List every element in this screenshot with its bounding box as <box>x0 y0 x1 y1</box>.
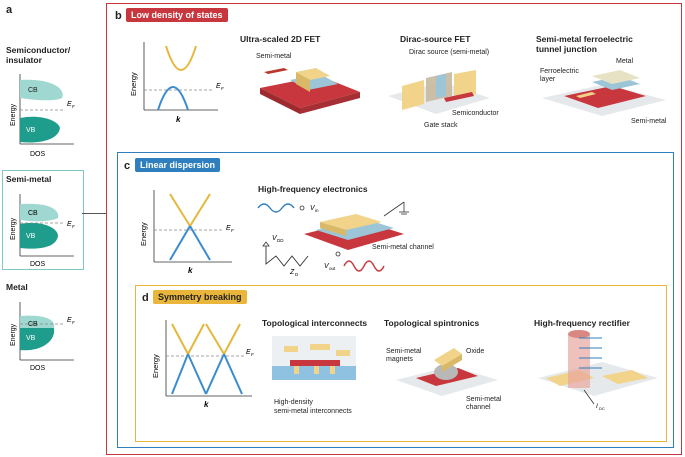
d-item3-title: High-frequency rectifier <box>534 318 630 328</box>
c-item-title: High-frequency electronics <box>258 184 368 194</box>
k-label: k <box>188 266 193 275</box>
vin-sub: in <box>315 208 319 213</box>
b-item2-label-semiconductor: Semiconductor <box>452 110 499 117</box>
semimetal-dos-plot: CB VB E F Energy DOS <box>10 194 75 268</box>
d-item2-title: Topological spintronics <box>384 318 480 328</box>
c-label-channel: Semi-metal channel <box>372 244 434 251</box>
ef-sub: F <box>231 228 234 233</box>
energy-label: Energy <box>139 222 148 246</box>
b-item3-title: Semi-metal ferroelectric tunnel junction <box>536 34 633 54</box>
dos-label: DOS <box>30 365 46 372</box>
panel-b-frame <box>106 3 682 455</box>
idc-sub: DC <box>599 406 605 411</box>
dos-label: DOS <box>30 261 46 268</box>
k-label: k <box>176 115 181 124</box>
vdd-label: V <box>272 235 278 242</box>
energy-label: Energy <box>129 72 138 96</box>
b-item2-title: Dirac-source FET <box>400 34 471 44</box>
d-item2-label-magnets: Semi-metal magnets <box>386 348 422 363</box>
ef-sub: F <box>72 224 75 229</box>
energy-label: Energy <box>10 217 17 240</box>
b-item1-label-semimetal: Semi-metal <box>256 53 292 60</box>
energy-label: Energy <box>10 323 17 346</box>
panel-c-tag: Linear dispersion <box>135 158 221 172</box>
b-item3-label-semimetal: Semi-metal <box>631 118 667 125</box>
vout-label: V <box>324 263 330 270</box>
ef-label: E <box>226 225 231 232</box>
vb-label: VB <box>26 127 36 134</box>
ef-label: E <box>246 349 251 356</box>
ef-sub: F <box>251 352 254 357</box>
semiconductor-title: Semiconductor/ insulator <box>6 45 71 65</box>
connector-line <box>82 213 106 214</box>
ultra-scaled-fet-illustration <box>260 68 360 114</box>
d-item1-title: Topological interconnects <box>262 318 368 328</box>
semimetal-title: Semi-metal <box>6 174 52 184</box>
cb-label: CB <box>28 87 38 94</box>
metal-dos-plot: CB VB E F Energy DOS <box>10 302 75 372</box>
rectifier-illustration: I DC <box>538 330 658 411</box>
panel-b-letter: b <box>115 10 122 22</box>
zd-sub: D <box>295 272 299 277</box>
d-item2-label-oxide: Oxide <box>466 348 485 355</box>
semimetal-box <box>2 170 84 270</box>
vdd-sub: DD <box>277 238 284 243</box>
cb-shape <box>20 79 63 101</box>
metal-title: Metal <box>6 282 28 292</box>
panel-b-band-plot: Energy k E F <box>129 42 224 124</box>
panel-c-letter: c <box>124 160 131 172</box>
b-item3-label-metal: Metal <box>616 58 634 65</box>
panel-b-tag: Low density of states <box>126 8 228 22</box>
cb-label: CB <box>28 321 38 328</box>
ef-label: E <box>67 221 72 228</box>
ef-sub: F <box>221 86 224 91</box>
interconnects-illustration <box>272 336 356 380</box>
panel-d-frame <box>135 285 667 442</box>
b-item2-label-gatestack: Gate stack <box>424 122 458 129</box>
panel-d-band-plot: Energy k E F <box>151 320 254 409</box>
panel-d-letter: d <box>142 292 149 304</box>
dos-label: DOS <box>30 151 46 158</box>
panel-a-letter: a <box>6 4 13 16</box>
ef-label: E <box>67 101 72 108</box>
energy-label: Energy <box>10 103 17 126</box>
ftj-illustration <box>542 70 666 116</box>
vin-label: V <box>310 205 316 212</box>
b-item3-label-ferro: Ferroelectric layer <box>540 68 579 83</box>
dirac-source-fet-illustration <box>388 70 490 114</box>
panel-c-frame <box>117 152 674 448</box>
d-item1-label: High-density semi-metal interconnects <box>274 399 352 415</box>
vb-shape <box>20 116 60 143</box>
zd-label: Z <box>289 269 295 276</box>
vb-label: VB <box>26 335 36 342</box>
vout-sub: out <box>329 266 336 271</box>
spintronics-illustration <box>396 348 498 396</box>
cb-label: CB <box>28 210 38 217</box>
panel-c-band-plot: Energy k E F <box>139 190 234 275</box>
idc-label: I <box>596 403 598 410</box>
semiconductor-dos-plot: CB VB E F Energy DOS <box>10 74 75 158</box>
k-label: k <box>204 400 209 409</box>
panel-d-tag: Symmetry breaking <box>153 290 247 304</box>
ef-label: E <box>67 317 72 324</box>
b-item1-title: Ultra-scaled 2D FET <box>240 34 321 44</box>
vb-label: VB <box>26 233 36 240</box>
ef-sub: F <box>72 104 75 109</box>
ef-label: E <box>216 83 221 90</box>
d-item2-label-channel: Semi-metal channel <box>466 396 502 411</box>
hf-electronics-illustration: V in V DD Z D V out <box>257 201 409 277</box>
energy-label: Energy <box>151 354 160 378</box>
b-item2-label-dirac: Dirac source (semi-metal) <box>409 49 490 56</box>
ef-sub: F <box>72 320 75 325</box>
